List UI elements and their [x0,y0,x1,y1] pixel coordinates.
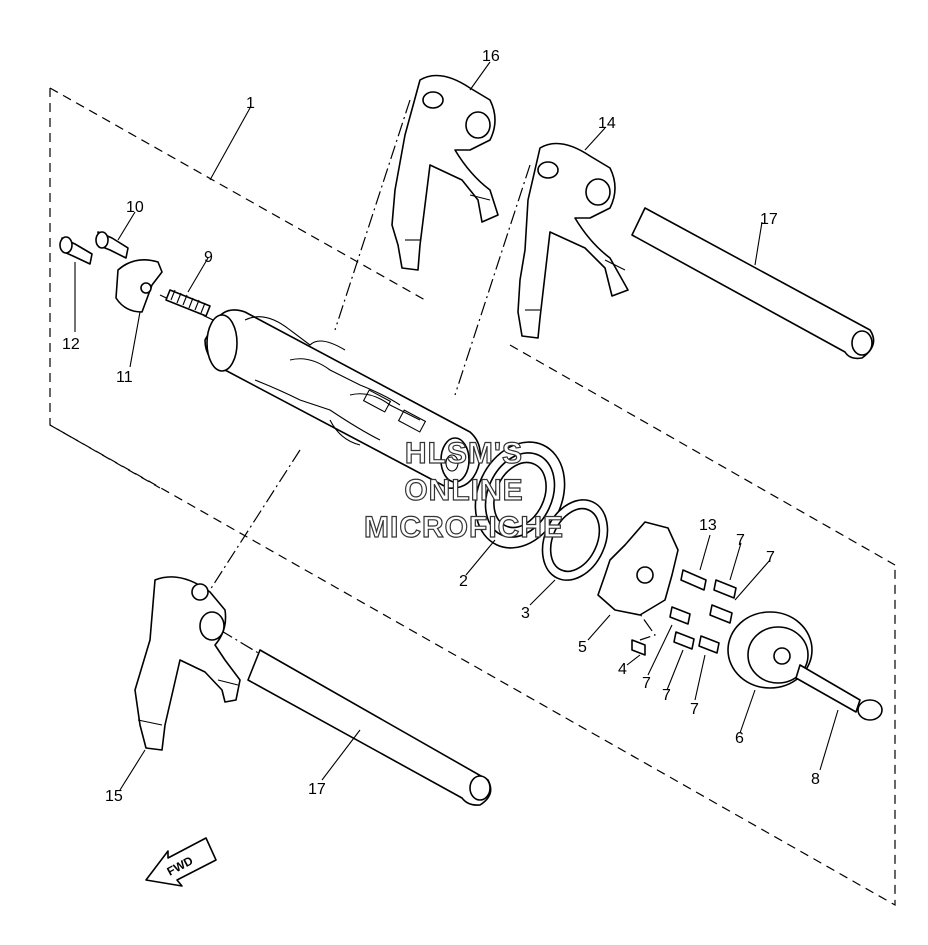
fork-rod-17-lower [247,649,492,806]
callout-16: 16 [482,48,500,65]
callout-17-upper: 17 [760,211,778,228]
bolt-10 [95,231,129,259]
callout-17-lower: 17 [308,781,326,798]
shift-fork-14 [517,142,629,339]
shift-fork-15 [134,576,241,751]
circlip-3 [541,499,609,581]
callout-3: 3 [521,605,530,622]
bearing-2 [474,441,566,549]
fwd-arrow-icon: FWD [145,837,217,887]
assembly-boundary [49,87,896,907]
callouts: 1 2 3 4 5 6 7 7 7 7 7 8 9 10 11 12 13 14… [62,48,820,805]
callout-9: 9 [204,249,213,266]
pins-7 [669,579,737,654]
callout-2: 2 [459,573,468,590]
shift-drum-1 [204,309,481,489]
watermark-line-1: HLSM'S [405,437,523,470]
leader-lines [74,61,839,791]
bolt-12 [59,236,93,265]
callout-6: 6 [735,730,744,747]
callout-7c: 7 [642,675,651,692]
callout-11: 11 [116,369,133,386]
callout-7e: 7 [690,701,699,718]
watermark-line-2: ONLINE [404,474,523,507]
callout-8: 8 [811,771,820,788]
segment-5 [597,521,679,616]
callout-10: 10 [126,199,144,216]
shift-fork-16 [391,74,499,271]
callout-7b: 7 [766,549,775,566]
callout-12: 12 [62,336,80,353]
spring-9 [165,289,211,317]
callout-13: 13 [699,517,717,534]
callout-5: 5 [578,639,587,656]
fork-rod-17-upper [631,207,875,360]
callout-7d: 7 [662,687,671,704]
bolt-8 [795,664,883,721]
callout-4: 4 [618,661,627,678]
callout-1: 1 [246,95,255,112]
watermark-line-3: MICROFICHE [364,511,564,544]
pin-13 [680,569,707,591]
pin-4 [631,639,646,656]
segment-6 [727,611,813,689]
stopper-plate-11 [115,259,163,313]
callout-15: 15 [105,788,123,805]
callout-14: 14 [598,115,616,132]
watermark: HLSM'S ONLINE MICROFICHE [363,436,564,544]
callout-7a: 7 [736,532,745,549]
